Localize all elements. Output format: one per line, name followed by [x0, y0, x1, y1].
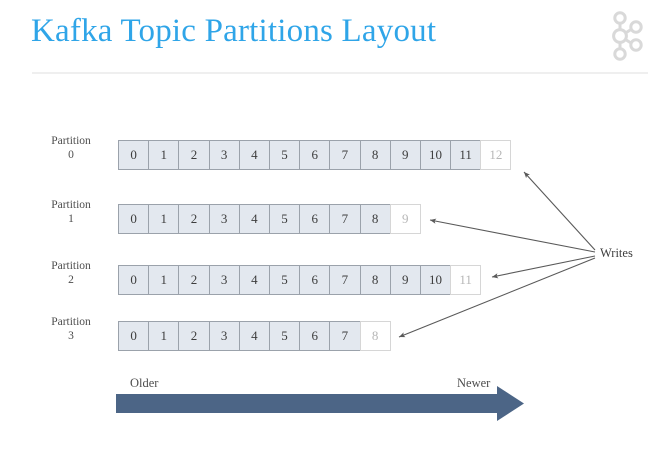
partition-2-offset-cell: 1: [148, 265, 180, 295]
partition-0-offset-cell: 4: [238, 140, 270, 170]
partition-label-name: Partition: [51, 316, 91, 328]
writes-label: Writes: [600, 246, 633, 260]
header-divider: [32, 72, 648, 74]
older-label: Older: [130, 376, 159, 390]
partition-1-offset-cell: 0: [118, 204, 150, 234]
partition-label-1: Partition 1: [33, 198, 109, 226]
partition-2-offset-cell: 2: [178, 265, 210, 295]
partition-0-next-offset-cell: 12: [480, 140, 512, 170]
partition-label-index: 2: [68, 274, 74, 286]
partition-0-offset-cell: 0: [118, 140, 150, 170]
partition-0-offset-cell: 10: [419, 140, 452, 170]
slide-header: Kafka Topic Partitions Layout: [0, 0, 657, 80]
partition-3-offset-cell: 3: [208, 321, 240, 351]
partition-1-offset-cell: 7: [329, 204, 361, 234]
page-title: Kafka Topic Partitions Layout: [31, 13, 437, 49]
partition-label-3: Partition 3: [33, 315, 109, 343]
partition-3-offset-cell: 5: [268, 321, 301, 351]
partition-2-offset-cell: 7: [329, 265, 361, 295]
partition-1-offset-cell: 4: [238, 204, 270, 234]
newer-label: Newer: [457, 376, 491, 390]
partition-label-index: 1: [68, 213, 74, 225]
partition-2-offset-cell: 6: [299, 265, 331, 295]
partition-1-offset-cell: 6: [299, 204, 331, 234]
partition-label-name: Partition: [51, 260, 91, 272]
partition-3-next-offset-cell: 8: [359, 321, 391, 351]
partition-label-2: Partition 2: [33, 259, 109, 287]
partition-2-offset-cell: 8: [359, 265, 391, 295]
partition-2-offset-cell: 4: [238, 265, 270, 295]
partition-3-offset-cell: 1: [148, 321, 180, 351]
partition-0-offset-cell: 1: [148, 140, 180, 170]
partition-0-offset-cell: 8: [359, 140, 391, 170]
partition-label-index: 3: [68, 330, 74, 342]
partition-1-next-offset-cell: 9: [389, 204, 421, 234]
partition-0-offset-cell: 9: [389, 140, 421, 170]
kafka-logo-icon: [607, 10, 645, 62]
partition-2-offset-cell: 3: [208, 265, 240, 295]
partition-1-offset-cell: 3: [208, 204, 240, 234]
partition-label-0: Partition 0: [33, 134, 109, 162]
partition-label-name: Partition: [51, 199, 91, 211]
partition-label-name: Partition: [51, 135, 91, 147]
partition-label-index: 0: [68, 149, 74, 161]
